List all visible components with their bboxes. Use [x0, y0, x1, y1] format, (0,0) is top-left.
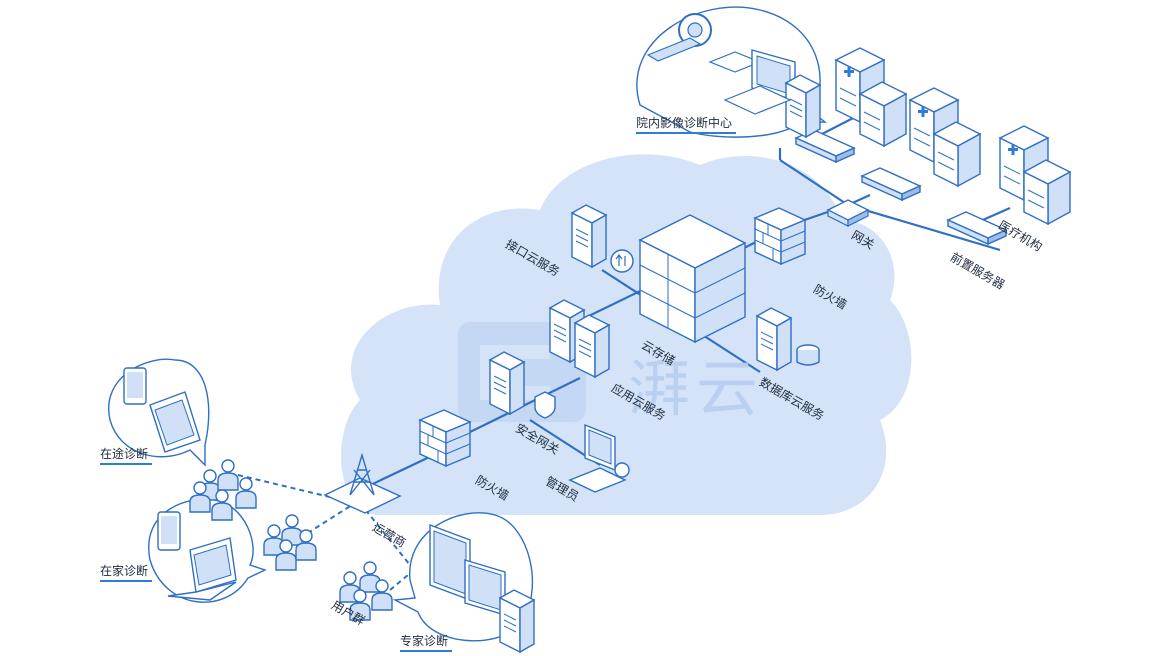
- label-in-hospital-center: 院内影像诊断中心: [636, 116, 737, 134]
- interface-cloud-server: [571, 204, 634, 273]
- at-home-bubble: [148, 498, 267, 603]
- label-en-route: 在途诊断: [100, 447, 153, 465]
- db-cloud-server: [756, 307, 820, 371]
- cloud-shape: [341, 154, 912, 515]
- expert-bubble: [392, 512, 535, 653]
- watermark-text: 湃云: [628, 352, 765, 425]
- cloud-storage-rack: [638, 214, 747, 344]
- security-gateway-server: [489, 351, 556, 419]
- firewall-bottom: [419, 409, 471, 467]
- firewall-top: [754, 207, 806, 265]
- label-at-home: 在家诊断: [100, 564, 153, 582]
- gateway-switch: [826, 199, 870, 227]
- router-2: [861, 167, 921, 201]
- imaging-center-bubble: [636, 6, 828, 138]
- hospital-1: [835, 47, 907, 147]
- hospital-2: [909, 87, 981, 187]
- hospital-3: [999, 125, 1071, 225]
- user-group-top: [189, 459, 257, 521]
- operator-tower: [323, 452, 402, 514]
- user-group-middle: [263, 514, 317, 571]
- admin-computer: [568, 423, 630, 493]
- en-route-bubble: [108, 358, 210, 467]
- label-expert: 专家诊断: [400, 634, 453, 652]
